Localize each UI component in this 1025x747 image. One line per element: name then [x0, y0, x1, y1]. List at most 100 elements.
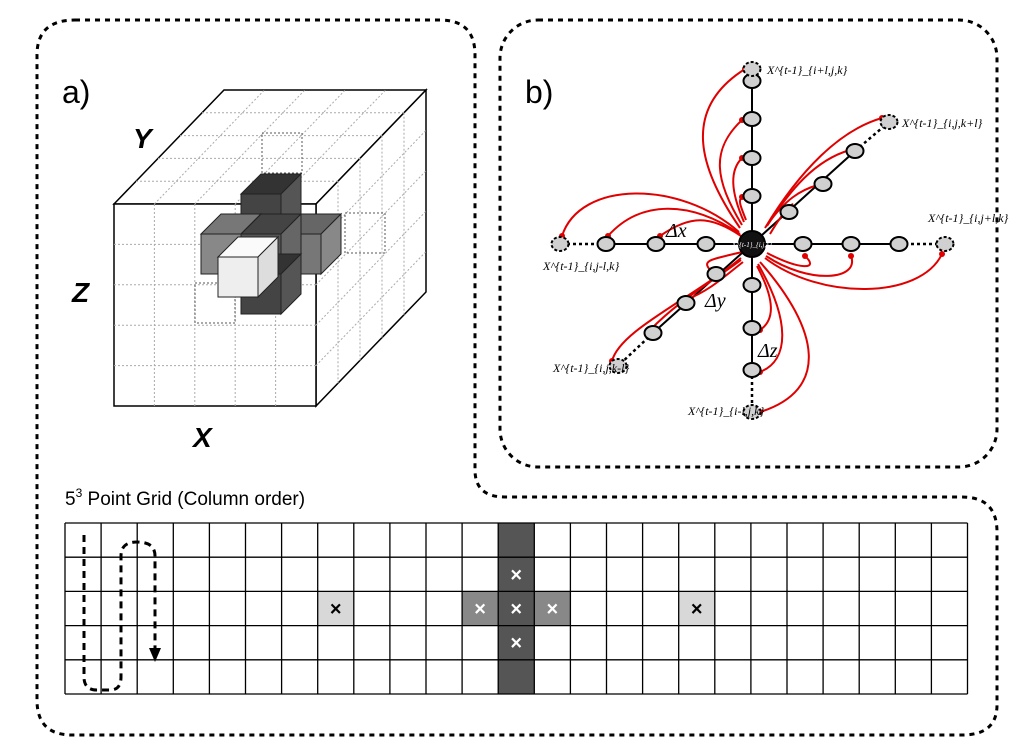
grid-cell-marker: × [510, 633, 522, 655]
cube-grid-line [275, 89, 386, 205]
stencil-endpoint-node [879, 114, 899, 130]
endpoint-label-upper-right: X^{t-1}_{i,j,k+l} [901, 116, 983, 130]
grid-cell-marker: × [474, 599, 486, 621]
grid-cell-marker: × [547, 599, 559, 621]
dependency-arrow [767, 184, 819, 225]
stencil-node [742, 320, 762, 336]
endpoint-label-top: X^{t-1}_{i+l,j,k} [766, 63, 848, 77]
dependency-arrow [756, 265, 772, 331]
panel-b-border [498, 18, 999, 469]
axis-x-label: X [191, 422, 214, 453]
grid-cell-shaded [462, 591, 499, 626]
stencil-axis-line [751, 150, 856, 245]
grid-cell-shaded [498, 557, 535, 592]
column-order-path [82, 535, 157, 692]
stencil-node [596, 236, 616, 252]
dependency-arrow [764, 253, 943, 290]
grid-title-base: 5 [65, 489, 76, 510]
delta-z-label: Δz [757, 340, 778, 362]
delta-x-label: Δx [665, 220, 687, 242]
stencil-endpoint-node [935, 236, 955, 252]
cube-grid-line [234, 89, 346, 205]
stencil-node [841, 236, 861, 252]
dependency-arrow [561, 192, 740, 237]
grid-cell-shaded [498, 659, 535, 694]
stencil-node [793, 236, 813, 252]
stencil-endpoint-node [742, 61, 762, 77]
center-node [738, 230, 766, 258]
cube-grid-line [315, 130, 427, 245]
cube-back-cell [194, 282, 236, 324]
dependency-arrow [757, 263, 784, 373]
stencil-node [706, 266, 726, 282]
stencil-endpoint-node [608, 358, 628, 374]
grid-title: 53 Point Grid (Column order) [65, 486, 305, 510]
stencil-node [676, 295, 696, 311]
dependency-arrow [607, 207, 741, 237]
stencil-node [742, 111, 762, 127]
dependency-arrow [649, 259, 742, 331]
dependency-arrow [718, 119, 743, 226]
grid-cell-shaded [534, 591, 571, 626]
stencil-graph: X^{t-1}_{i+l,j,k} X^{t-1}_{i,j,k+l} X^{t-1… [542, 61, 1009, 420]
cube-grid-line [194, 89, 306, 205]
center-node-label: X^{t-1}_{i,j,k} [731, 241, 772, 249]
axis-y-label: Y [133, 123, 154, 154]
stencil-endpoint-node [550, 236, 570, 252]
panel-a-label: a) [62, 74, 90, 110]
grid-title-rest: Point Grid (Column order) [82, 489, 305, 510]
stencil-node [646, 236, 666, 252]
stencil-endpoint-node [742, 404, 762, 420]
endpoint-label-bottom: X^{t-1}_{i-l,j,k} [687, 404, 764, 418]
cube-front-block-front [217, 256, 259, 298]
point-grid: × × × × × × × [64, 522, 969, 695]
cube-back-cell [344, 212, 386, 254]
dependency-arrow [764, 117, 883, 229]
cube-back-cell [261, 132, 303, 174]
grid-cell-shaded [498, 591, 535, 626]
dependency-arrow [701, 68, 746, 229]
stencil-node [742, 277, 762, 293]
stencil-node [813, 176, 833, 192]
cube-grid-line [154, 89, 265, 205]
arrow-origin-dot [939, 251, 945, 257]
grid-cell-marker: × [510, 564, 522, 586]
endpoint-label-left: X^{t-1}_{i,j-l,k} [542, 259, 619, 273]
dependency-arrow [759, 261, 810, 413]
panel-b-label: b) [525, 74, 553, 110]
grid-cell-marker: × [330, 599, 342, 621]
grid-cell-shaded [498, 625, 535, 660]
dependency-arrow [732, 157, 745, 223]
stencil-node [643, 325, 663, 341]
cube-grid-line [315, 251, 427, 366]
grid-cell-shaded [498, 523, 535, 558]
grid-cell-marker: × [510, 599, 522, 621]
column-order-arrowhead [149, 648, 161, 662]
endpoint-label-lower-left: X^{t-1}_{i,j,k-l} [552, 361, 629, 375]
cube [112, 88, 428, 408]
grid-title-exp: 3 [76, 486, 83, 500]
endpoint-label-right: X^{t-1}_{i,j+l,k} [927, 211, 1009, 225]
stencil-node [696, 236, 716, 252]
panel-a-border [35, 18, 999, 737]
stencil-node [742, 362, 762, 378]
axis-z-label: Z [71, 277, 90, 308]
stencil-node [889, 236, 909, 252]
stencil-node [742, 150, 762, 166]
stencil-axis-line [652, 243, 753, 334]
cube-grid-line [315, 210, 427, 326]
arrow-origin-dot [802, 253, 808, 259]
dependency-arrow [659, 219, 742, 237]
delta-y-label: Δy [704, 290, 726, 312]
arrow-origin-dot [848, 253, 854, 259]
cube-grid-line [315, 170, 427, 286]
stencil-node [845, 143, 865, 159]
grid-cell-shaded [678, 591, 715, 626]
stencil-node [742, 188, 762, 204]
dependency-arrow [765, 255, 854, 277]
grid-cell-marker: × [691, 599, 703, 621]
stencil-node [779, 204, 799, 220]
grid-cell-shaded [317, 591, 354, 626]
